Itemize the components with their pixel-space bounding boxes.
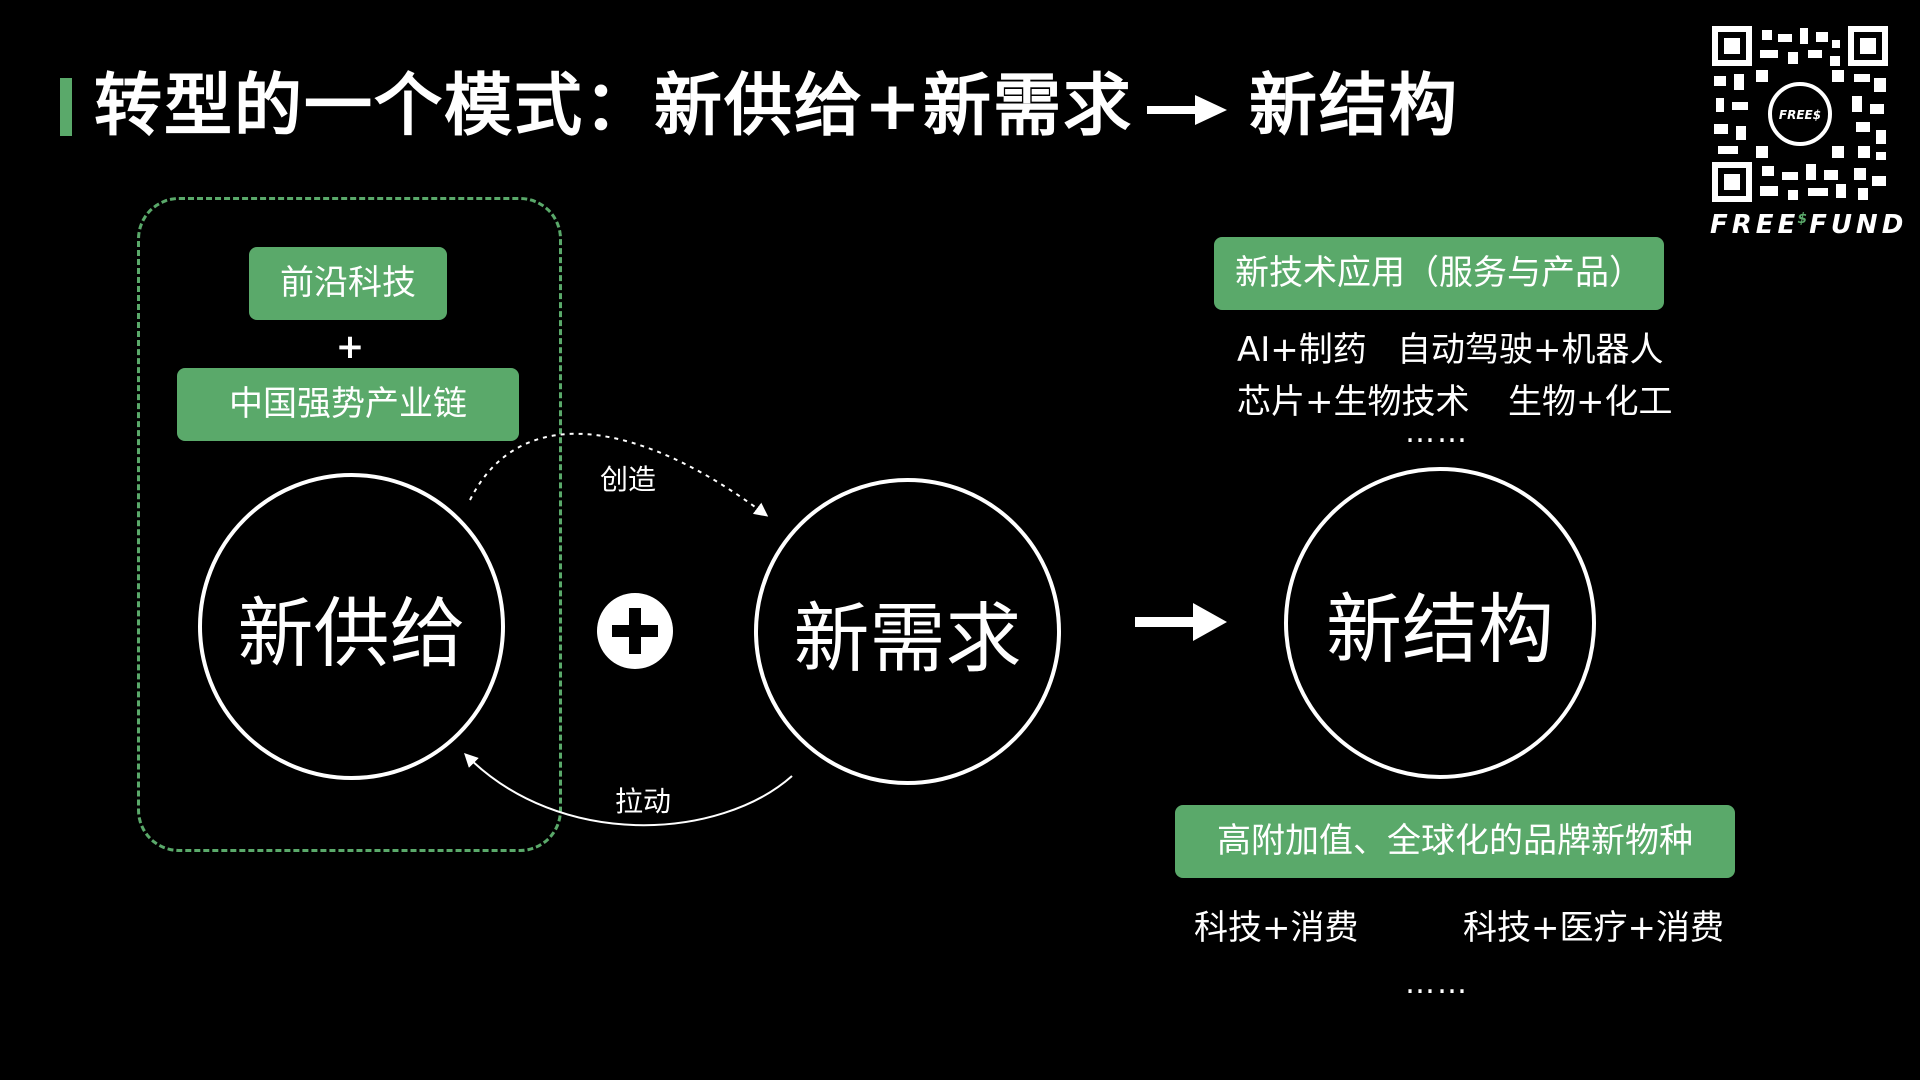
pull-label: 拉动	[615, 785, 672, 818]
supply-plus-sign: +	[335, 327, 365, 367]
brands-ellipsis: ……	[1405, 966, 1469, 1001]
right-arrow-icon	[1135, 603, 1227, 641]
plus-circle-icon	[597, 593, 673, 669]
tech-app-item: AI+制药	[1237, 330, 1367, 370]
tech-app-item: 自动驾驶+机器人	[1397, 330, 1664, 370]
new-structure-node: 新结构	[1284, 467, 1596, 779]
brand-item: 科技+医疗+消费	[1463, 908, 1724, 948]
brand-name-sup: $	[1797, 211, 1812, 228]
qr-code-icon: FREE$	[1712, 26, 1888, 202]
title-prefix: 转型的一个模式：新供给+新需求	[94, 67, 1133, 146]
new-demand-node: 新需求	[754, 478, 1061, 785]
tech-app-item: 芯片+生物技术	[1237, 382, 1470, 422]
brand-name-right: FUND	[1809, 210, 1908, 240]
qr-badge-text: FREE$	[1779, 108, 1821, 122]
brand-item: 科技+消费	[1194, 908, 1359, 948]
industry-chain-tag: 中国强势产业链	[177, 368, 519, 441]
supply-group-box	[137, 197, 562, 852]
brands-header: 高附加值、全球化的品牌新物种	[1175, 805, 1735, 878]
page-title: 转型的一个模式：新供给+新需求 新结构	[94, 62, 1459, 152]
tech-app-item: 生物+化工	[1508, 382, 1673, 422]
brand-name: FREE$FUND	[1710, 210, 1903, 240]
title-accent-bar	[60, 78, 72, 136]
title-arrow-icon	[1146, 95, 1227, 126]
frontier-tech-tag: 前沿科技	[249, 247, 447, 320]
new-supply-node: 新供给	[198, 473, 505, 780]
tech-apps-ellipsis: ……	[1405, 415, 1469, 450]
create-label: 创造	[600, 463, 657, 496]
title-suffix: 新结构	[1248, 67, 1459, 146]
brand-name-left: FREE	[1710, 210, 1800, 240]
tech-apps-header: 新技术应用（服务与产品）	[1214, 237, 1664, 310]
